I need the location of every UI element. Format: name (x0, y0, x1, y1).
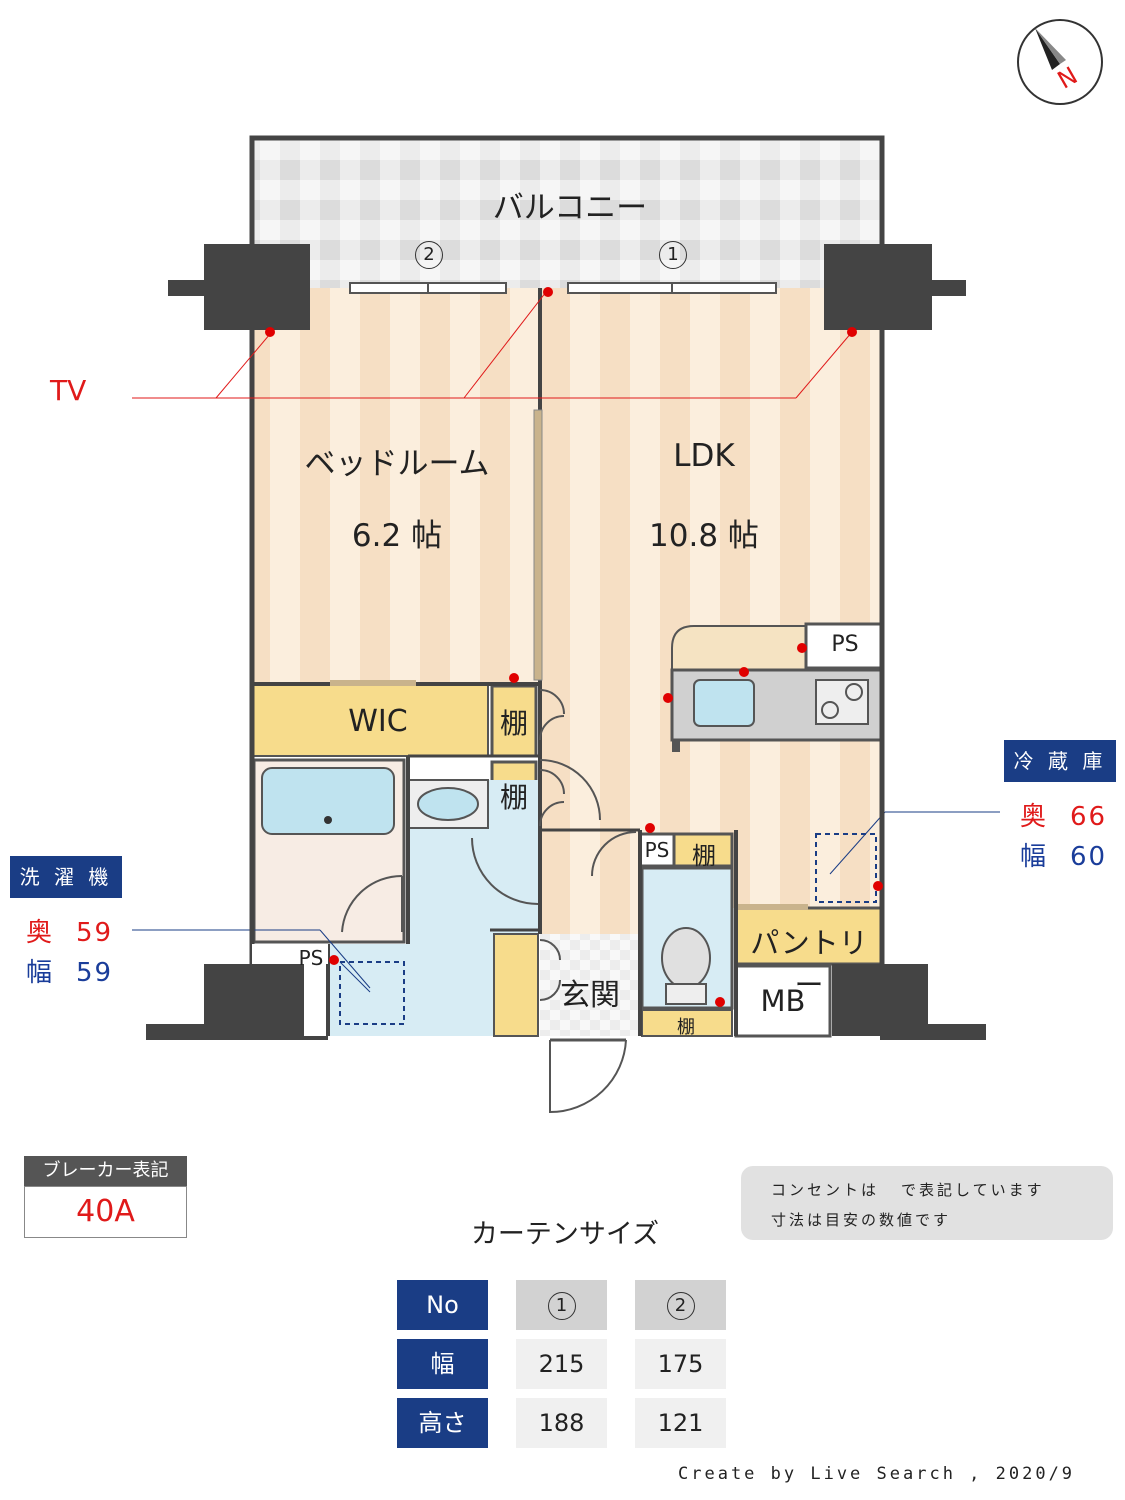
toilet-icon (661, 927, 711, 989)
curtain-col-2-height: 121 (635, 1398, 726, 1448)
kitchen-ps-label: PS (831, 632, 859, 657)
credit-text: Create by Live Search , 2020/9 (678, 1464, 1076, 1484)
balcony-label: バルコニー (492, 190, 648, 226)
sink-icon (417, 787, 479, 821)
bedroom-size: 6.2 帖 (351, 518, 443, 554)
curtain-col-1-width: 215 (516, 1339, 607, 1389)
bedroom-floor (252, 288, 540, 684)
washer-badge: 洗 濯 機 (10, 856, 122, 898)
curtain-col-1-no: 1 (516, 1280, 607, 1330)
shelf-label-1: 棚 (499, 707, 528, 740)
mb-label: MB (760, 984, 806, 1018)
curtain-col-1-height: 188 (516, 1398, 607, 1448)
window-2-marker: 2 (415, 241, 443, 269)
compass-icon (1017, 19, 1103, 105)
note-box: コンセントはで表記しています 寸法は目安の数値です (741, 1166, 1113, 1240)
toilet-shelf-label: 棚 (692, 842, 716, 870)
curtain-header-height: 高さ (397, 1398, 488, 1448)
breaker-title: ブレーカー表記 (24, 1156, 187, 1186)
washroom-ps-label: PS (298, 946, 324, 970)
curtain-title: カーテンサイズ (470, 1219, 660, 1250)
mb-box (734, 964, 832, 1038)
toilet-ps-label: PS (644, 838, 670, 862)
breaker-value: 40A (24, 1186, 187, 1238)
bathtub-icon (261, 767, 395, 835)
window-1-marker: 1 (659, 241, 687, 269)
tv-lines (132, 291, 853, 399)
curtain-col-2-width: 175 (635, 1339, 726, 1389)
windows (349, 282, 777, 294)
shelf-box-1 (490, 684, 538, 758)
washer-space (339, 961, 405, 1025)
curtain-col-2-no: 2 (635, 1280, 726, 1330)
entrance-label: 玄関 (560, 978, 620, 1013)
shoe-shelf (493, 933, 539, 1037)
fridge-badge: 冷 蔵 庫 (1004, 740, 1116, 782)
walls (249, 135, 885, 1036)
entrance-floor (540, 934, 638, 1036)
curtain-header-width: 幅 (397, 1339, 488, 1389)
fridge-space (815, 833, 877, 903)
balcony-area (252, 138, 882, 288)
curtain-header-no: No (397, 1280, 488, 1330)
hall-floor (540, 684, 640, 934)
outlet-icons (265, 287, 883, 1007)
note-line-1: コンセントはで表記しています (771, 1181, 1045, 1199)
pantry-label: パントリー (750, 926, 868, 1002)
shelf-label-2: 棚 (499, 781, 528, 814)
tv-label: TV (50, 374, 87, 407)
toilet-lower-shelf-label: 棚 (677, 1017, 695, 1038)
bedroom-label: ベッドルーム (304, 446, 490, 482)
wic-label: WIC (348, 704, 408, 739)
kitchen-sink-icon (693, 679, 755, 727)
ldk-label: LDK (673, 438, 735, 474)
note-line-2: 寸法は目安の数値です (771, 1211, 952, 1229)
columns (146, 244, 986, 1040)
ldk-size: 10.8 帖 (649, 518, 759, 554)
doors (341, 689, 637, 1114)
